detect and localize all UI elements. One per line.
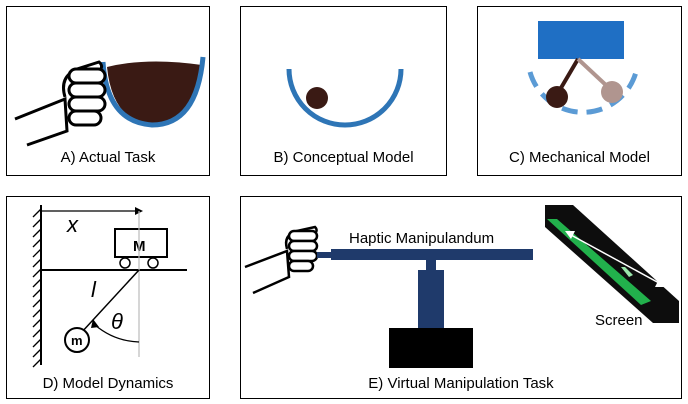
bowl xyxy=(100,56,206,128)
caption-a: A) Actual Task xyxy=(60,149,156,166)
caption-c: C) Mechanical Model xyxy=(509,149,650,166)
hand-icon xyxy=(244,225,319,295)
pendulum-bob-dark xyxy=(546,86,568,108)
theta-label: θ xyxy=(111,309,123,334)
x-label: x xyxy=(66,212,79,237)
screen-arrowhead-left xyxy=(565,231,575,239)
screen-arrowhead-right xyxy=(655,279,665,287)
caption-e: E) Virtual Manipulation Task xyxy=(368,375,554,392)
hand-icon xyxy=(14,60,107,147)
wheel-left xyxy=(119,257,131,269)
pendulum-bob xyxy=(64,327,90,353)
manipulandum-joint xyxy=(426,260,436,270)
cart-block xyxy=(538,21,624,59)
caption-b: B) Conceptual Model xyxy=(273,149,414,166)
panel-actual-task: A) Actual Task xyxy=(6,6,210,176)
theta-arrowhead xyxy=(91,319,99,328)
pendulum-bob-light xyxy=(601,81,623,103)
screen-arrow xyxy=(570,234,660,284)
panel-conceptual-model: B) Conceptual Model xyxy=(240,6,447,176)
actual-task-illustration xyxy=(14,56,206,147)
pendulum-rod-light xyxy=(576,57,610,89)
manipulandum-label: Haptic Manipulandum xyxy=(349,230,494,247)
conceptual-model-illustration xyxy=(286,68,404,128)
bowl-arc xyxy=(286,68,404,128)
panel-virtual-manipulation: Haptic Manipulandum Screen E) Virtual Ma… xyxy=(240,196,682,399)
manipulandum-arm xyxy=(331,249,533,260)
panel-mechanical-model: C) Mechanical Model xyxy=(477,6,682,176)
virtual-manipulation-illustration: Haptic Manipulandum Screen xyxy=(244,205,679,368)
screen xyxy=(545,205,679,323)
mechanical-model-illustration xyxy=(527,21,639,115)
wheel-right xyxy=(147,257,159,269)
panel-model-dynamics: x M m l θ D) Model Dynamics xyxy=(6,196,210,399)
caption-d: D) Model Dynamics xyxy=(42,375,174,392)
ball xyxy=(306,87,328,109)
cart xyxy=(114,228,168,258)
manipulandum-base xyxy=(389,328,473,368)
manipulandum-column xyxy=(418,270,444,328)
pendulum-rod xyxy=(80,269,140,334)
screen-cursor xyxy=(621,267,633,277)
screen-label: Screen xyxy=(595,312,643,329)
bowl-fluid xyxy=(107,61,202,126)
wall-hatching xyxy=(32,208,42,368)
screen-track xyxy=(547,219,651,305)
model-dynamics-diagram: x M m l θ xyxy=(32,205,187,368)
handle-connector xyxy=(317,252,333,258)
bob-label: m xyxy=(71,333,83,348)
l-label: l xyxy=(91,277,97,302)
